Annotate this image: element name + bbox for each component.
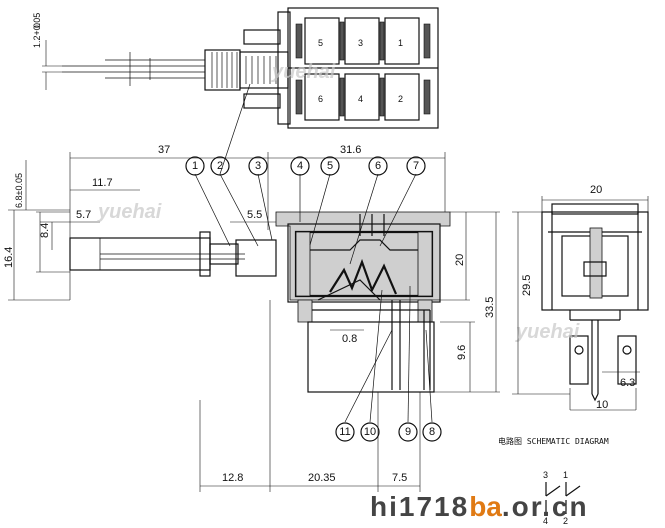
svg-text:11: 11 [339, 426, 350, 438]
cell-label-5: 5 [318, 38, 323, 48]
callout-leaders [194, 83, 433, 423]
callout-1: 1 [185, 156, 205, 176]
side-dim-10: 10 [596, 399, 608, 411]
dim-37: 37 [158, 144, 170, 156]
svg-text:7: 7 [413, 160, 419, 172]
dim-12-8: 12.8 [222, 472, 243, 484]
dim-16-4: 16.4 [3, 247, 15, 268]
svg-text:hi1718ba.or.cn: hi1718ba.or.cn [370, 491, 589, 522]
schematic-pin-4: 4 [543, 516, 548, 526]
schematic-pin-3: 3 [543, 470, 548, 480]
cell-label-3: 3 [358, 38, 363, 48]
top-view: 5 3 1 6 4 2 1.2+0.05 0 yuehai [32, 7, 439, 129]
front-view: 37 31.6 11.7 5.7 5.5 16.4 6.8±0.05 8.4 [3, 83, 500, 492]
callout-3: 3 [248, 156, 268, 176]
dim-9-6: 9.6 [456, 345, 468, 360]
dim-1-2: 1.2+0.05 [32, 13, 42, 48]
side-dim-20: 20 [590, 184, 602, 196]
schematic: 电路图 SCHEMATIC DIAGRAM 3 1 4 2 [498, 436, 609, 526]
cell-label-2: 2 [398, 94, 403, 104]
contact-cells [295, 17, 431, 121]
callout-7: 7 [406, 156, 426, 176]
svg-text:4: 4 [297, 160, 303, 172]
svg-text:8: 8 [429, 426, 435, 438]
side-dim-29-5: 29.5 [521, 275, 533, 296]
dim-33-5: 33.5 [484, 297, 496, 318]
callout-5: 5 [320, 156, 340, 176]
svg-text:5: 5 [327, 160, 333, 172]
callout-8: 8 [422, 422, 442, 442]
svg-text:9: 9 [405, 426, 411, 438]
cell-label-1: 1 [398, 38, 403, 48]
cell-label-6: 6 [318, 94, 323, 104]
schematic-pin-1: 1 [563, 470, 568, 480]
dim-11-7: 11.7 [92, 177, 113, 189]
schematic-title: 电路图 SCHEMATIC DIAGRAM [498, 436, 609, 446]
callout-11: 11 [335, 422, 355, 442]
site-watermark: hi1718ba.or.cn [370, 491, 589, 522]
site-text-b: 1718 [399, 491, 469, 522]
dim-20-vertical: 20 [454, 254, 466, 266]
dim-0-8: 0.8 [342, 333, 357, 345]
dim-1-2-lower: 0 [32, 23, 42, 28]
dim-20-35: 20.35 [308, 472, 336, 484]
callout-6: 6 [368, 156, 388, 176]
svg-text:2: 2 [217, 160, 223, 172]
dim-5-7: 5.7 [76, 209, 91, 221]
svg-text:10: 10 [364, 426, 376, 438]
cell-label-4: 4 [358, 94, 363, 104]
watermark-side: yuehai [515, 321, 580, 343]
schematic-pin-2: 2 [563, 516, 568, 526]
dim-5-5: 5.5 [247, 209, 262, 221]
svg-text:1: 1 [192, 160, 198, 172]
callout-9: 9 [398, 422, 418, 442]
site-text-a: hi [370, 491, 399, 522]
dim-8-4: 8.4 [39, 223, 51, 238]
watermark-top: yuehai [271, 61, 336, 83]
svg-text:3: 3 [255, 160, 261, 172]
site-text-d: .or.cn [502, 491, 589, 522]
site-text-c: ba [469, 491, 502, 522]
side-view: 20 yuehai 29.5 6.3 10 [512, 184, 649, 411]
callout-4: 4 [290, 156, 310, 176]
dim-31-6: 31.6 [340, 144, 361, 156]
callout-10: 10 [360, 422, 380, 442]
dim-7-5: 7.5 [392, 472, 407, 484]
spring-coils-2 [245, 56, 277, 84]
svg-text:6: 6 [375, 160, 381, 172]
spring-coils [211, 52, 238, 88]
dim-6-8: 6.8±0.05 [14, 173, 24, 208]
watermark-front: yuehai [97, 201, 162, 223]
callout-2: 2 [210, 156, 230, 176]
side-dim-6-3: 6.3 [620, 377, 635, 389]
